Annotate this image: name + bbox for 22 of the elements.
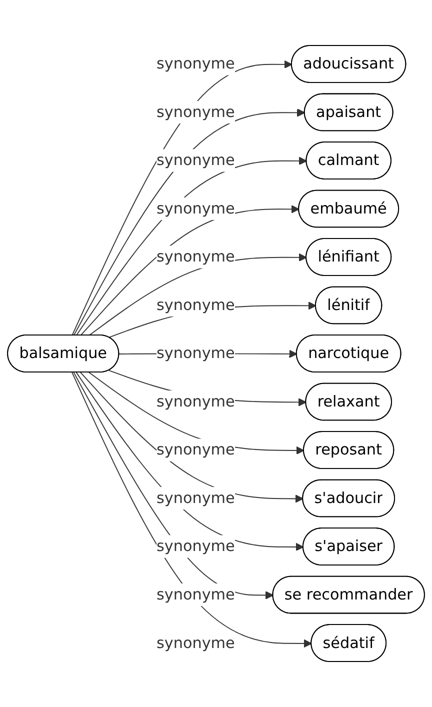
- edge-label: synonyme: [156, 54, 235, 72]
- edge-label: synonyme: [156, 440, 235, 459]
- edge-label: synonyme: [156, 199, 235, 218]
- arrow: [73, 108, 306, 336]
- edge-label: synonyme: [156, 296, 235, 314]
- edge-label: synonyme: [156, 151, 235, 169]
- arrow: [76, 156, 308, 336]
- arrow: [80, 372, 304, 503]
- edge-label: synonyme: [156, 585, 235, 604]
- arrow: [72, 372, 312, 648]
- edge-label: synonyme: [156, 102, 235, 121]
- edge-label: synonyme: [156, 488, 235, 507]
- edge-label: synonyme: [156, 344, 235, 362]
- arrow: [80, 205, 300, 336]
- edge-label: synonyme: [156, 634, 235, 652]
- arrow: [88, 253, 307, 336]
- edge-label: synonyme: [156, 392, 235, 410]
- edge-label: synonyme: [156, 248, 235, 266]
- edge-label: synonyme: [156, 537, 235, 556]
- arrow: [88, 372, 304, 455]
- arrow: [76, 372, 304, 552]
- arrow: [73, 372, 274, 600]
